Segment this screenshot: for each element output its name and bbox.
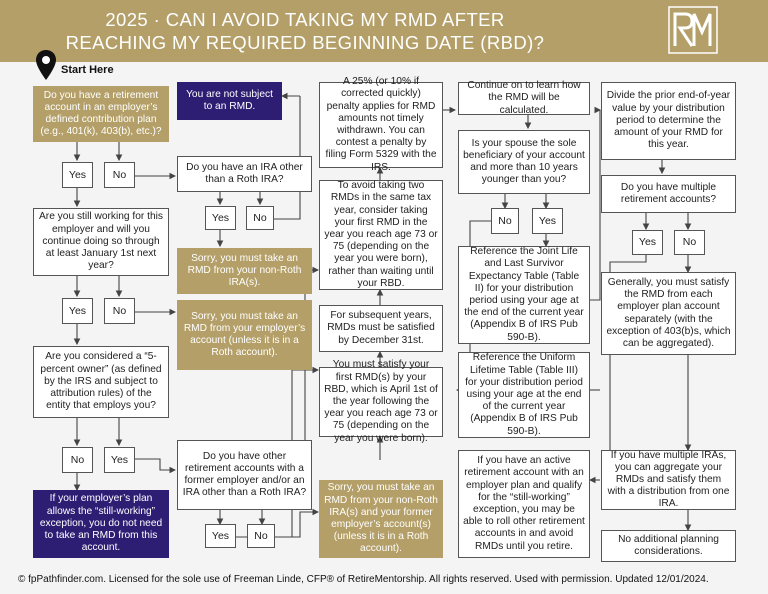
page-title: 2025 · CAN I AVOID TAKING MY RMD AFTER R… — [0, 0, 610, 62]
not-subject-result: You are not subject to an RMD. — [177, 82, 282, 120]
sorry-ira-result: Sorry, you must take an RMD from your no… — [177, 248, 312, 294]
question-ira: Do you have an IRA other than a Roth IRA… — [177, 156, 312, 192]
start-here-label: Start Here — [61, 64, 114, 76]
copyright-footer: © fpPathfinder.com. Licensed for the sol… — [18, 574, 709, 585]
yes-ira: Yes — [205, 206, 236, 230]
rm-logo-icon — [668, 6, 718, 54]
header-banner: 2025 · CAN I AVOID TAKING MY RMD AFTER R… — [0, 0, 768, 62]
separate-employer-plans: Generally, you must satisfy the RMD from… — [601, 272, 736, 355]
yes-5-percent-owner: Yes — [104, 447, 135, 473]
question-still-working: Are you still working for this employer … — [33, 208, 169, 276]
question-dc-plan: Do you have a retirement account in an e… — [33, 86, 169, 142]
question-other-accounts: Do you have other retirement accounts wi… — [177, 440, 312, 510]
no-spouse: No — [491, 208, 519, 234]
question-5-percent-owner: Are you considered a “5-percent owner” (… — [33, 346, 169, 418]
avoid-two-rmds: To avoid taking two RMDs in the same tax… — [319, 180, 443, 290]
joint-life-table: Reference the Joint Life and Last Surviv… — [458, 246, 590, 344]
roll-in-accounts: If you have an active retirement account… — [458, 450, 590, 558]
subsequent-years: For subsequent years, RMDs must be satis… — [319, 305, 443, 352]
penalty-info: A 25% (or 10% if corrected quickly) pena… — [319, 76, 443, 173]
title-line-2: REACHING MY REQUIRED BEGINNING DATE (RBD… — [65, 32, 545, 53]
question-multiple-accounts: Do you have multiple retirement accounts… — [601, 175, 736, 213]
no-multiple-accounts: No — [674, 230, 705, 255]
question-spouse: Is your spouse the sole beneficiary of y… — [458, 130, 590, 194]
no-5-percent-owner: No — [62, 447, 93, 473]
uniform-lifetime-table: Reference the Uniform Lifetime Table (Ta… — [458, 352, 590, 438]
sorry-employer-result: Sorry, you must take an RMD from your em… — [177, 300, 312, 370]
yes-dc-plan: Yes — [62, 162, 93, 188]
no-dc-plan: No — [104, 162, 135, 188]
yes-spouse: Yes — [532, 208, 563, 234]
no-other-accounts: No — [247, 524, 275, 548]
yes-multiple-accounts: Yes — [632, 230, 663, 255]
divide-prior-value: Divide the prior end-of-year value by yo… — [601, 82, 736, 160]
sorry-both-result: Sorry, you must take an RMD from your no… — [319, 480, 443, 558]
aggregate-iras: If you have multiple IRAs, you can aggre… — [601, 450, 736, 510]
yes-other-accounts: Yes — [205, 524, 236, 548]
no-still-working: No — [104, 298, 135, 324]
location-pin-icon — [36, 50, 56, 80]
first-rmd-deadline: You must satisfy your first RMD(s) by yo… — [319, 359, 443, 444]
no-additional-considerations: No additional planning considerations. — [601, 530, 736, 562]
title-line-1: 2025 · CAN I AVOID TAKING MY RMD AFTER — [105, 9, 505, 30]
still-working-exception: If your employer’s plan allows the “stil… — [33, 490, 169, 558]
no-ira: No — [246, 206, 274, 230]
continue-calculation: Continue on to learn how the RMD will be… — [458, 80, 590, 116]
yes-still-working: Yes — [62, 298, 93, 324]
